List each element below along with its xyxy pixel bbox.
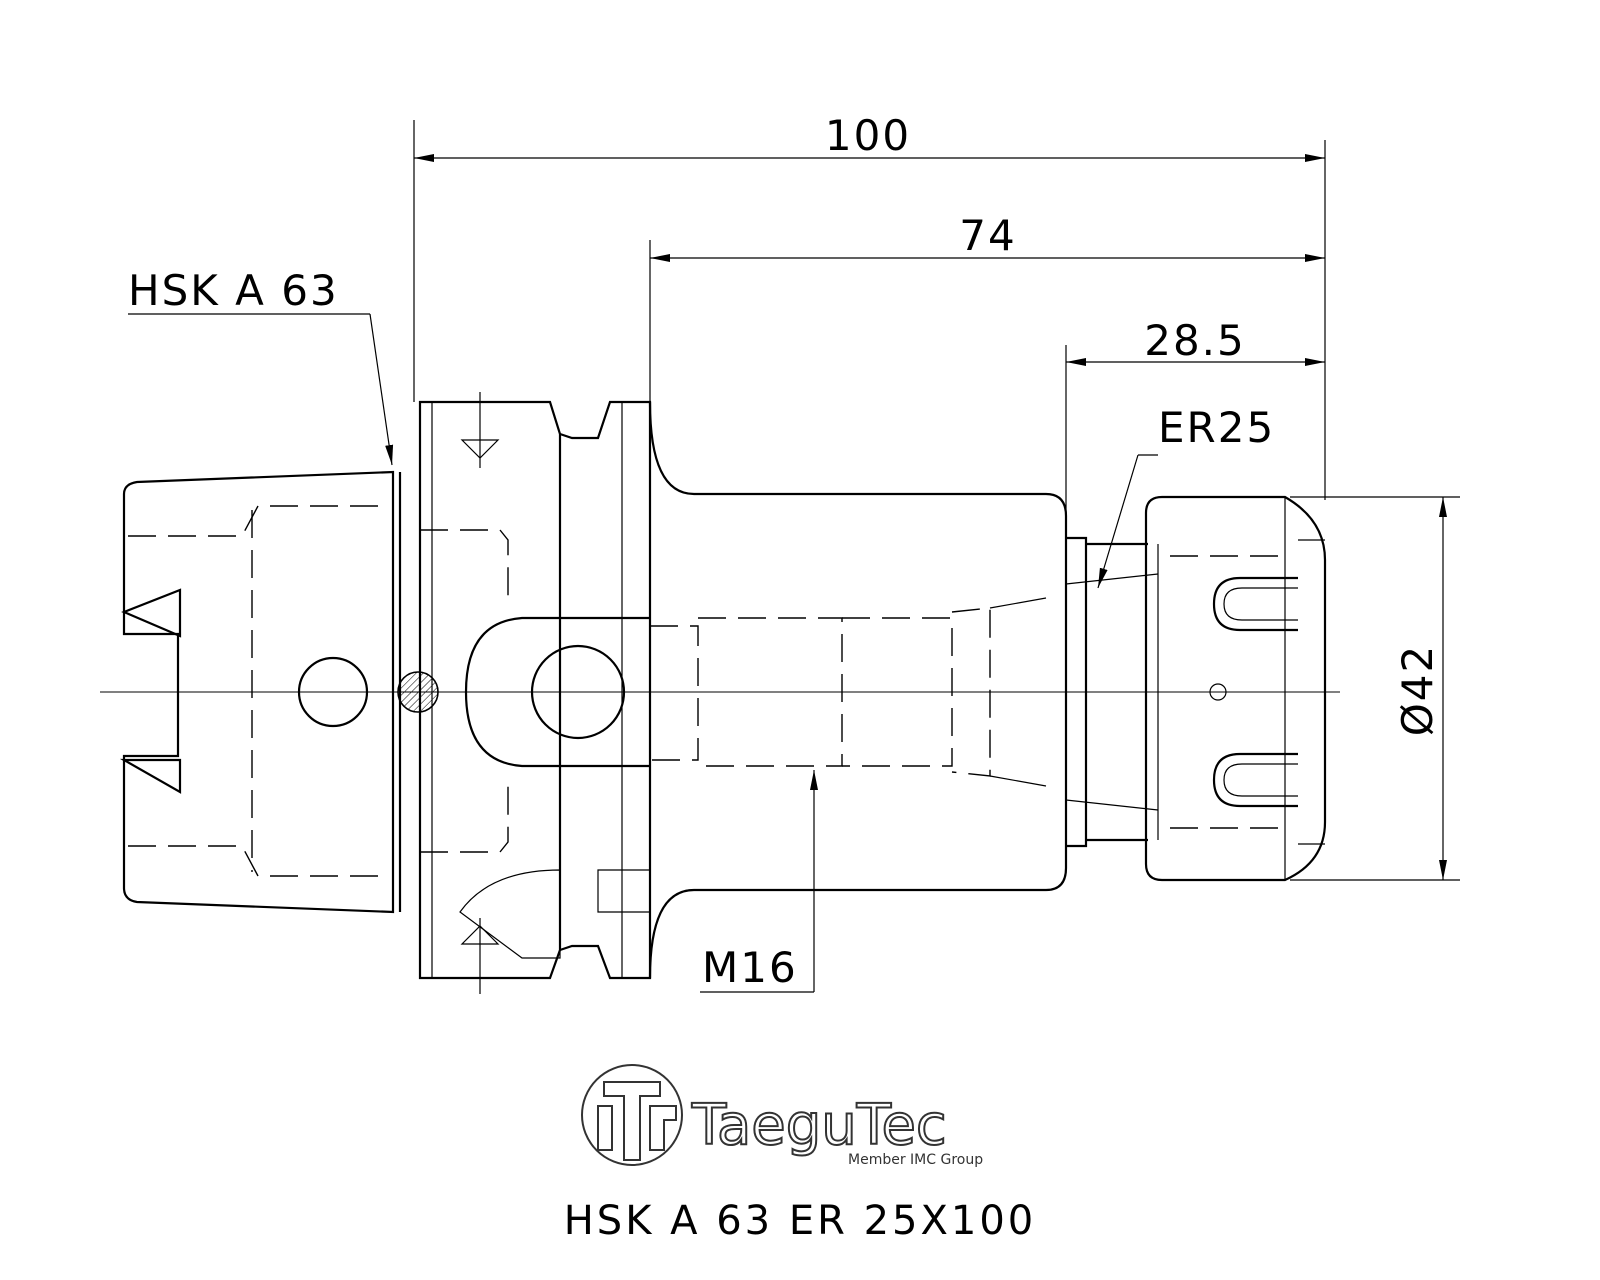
dimension-lines <box>413 120 1460 881</box>
dim-diameter: Ø42 <box>1393 644 1442 737</box>
taegutec-logo <box>581 1064 683 1166</box>
callout-leaders <box>128 313 1158 993</box>
dim-shank-length: 74 <box>959 211 1016 260</box>
thread-callout: M16 <box>702 943 798 992</box>
tool-holder-outline <box>100 392 1340 994</box>
interface-callout: HSK A 63 <box>128 266 339 315</box>
dim-overall-length: 100 <box>825 111 911 160</box>
collet-callout: ER25 <box>1158 403 1275 452</box>
dim-nut-length: 28.5 <box>1144 316 1246 365</box>
logo-tagline: Member IMC Group <box>848 1152 983 1168</box>
logo-brand: TaeguTec <box>691 1093 947 1158</box>
drawing-title: HSK A 63 ER 25X100 <box>564 1198 1037 1244</box>
